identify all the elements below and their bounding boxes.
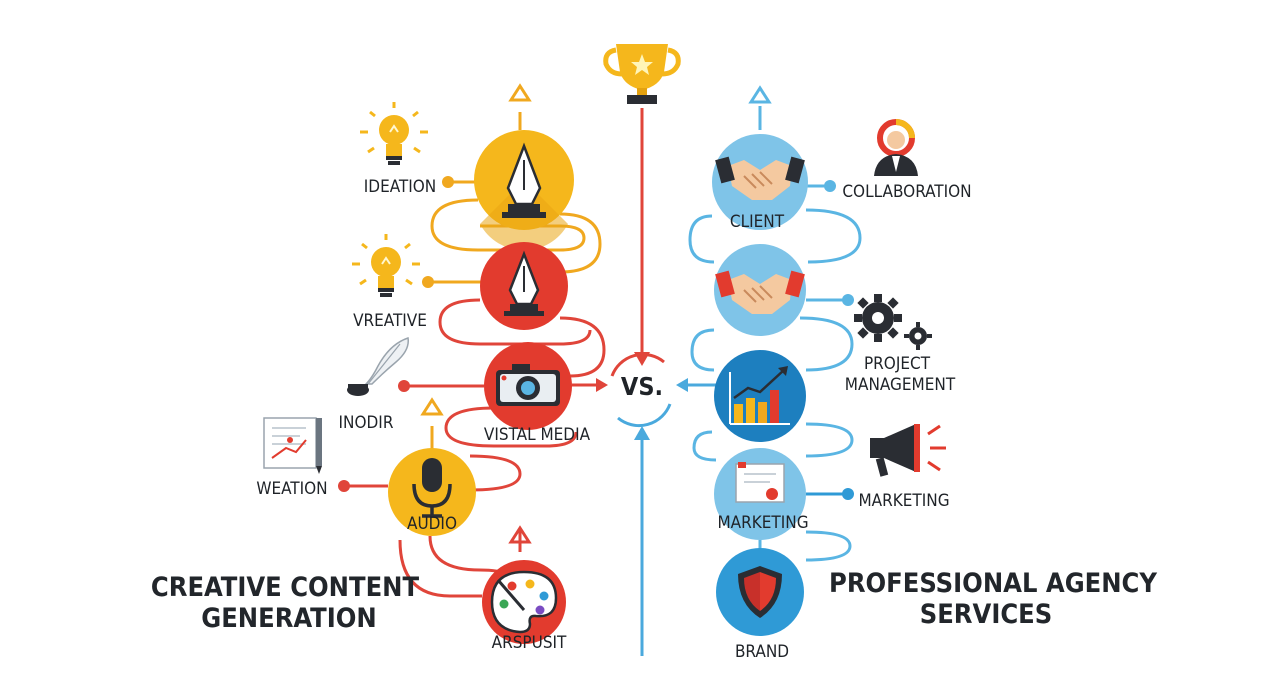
right-arrow-icon [596, 378, 608, 392]
vs-label: VS. [621, 372, 663, 401]
node-ideation-pen [474, 130, 574, 251]
certificate-icon [735, 462, 785, 503]
node-arspusit [482, 560, 566, 644]
handshake-icon [715, 270, 805, 314]
left-connectors [398, 83, 606, 598]
megaphone-icon [870, 424, 946, 477]
left-arrow-icon [676, 378, 688, 392]
left-side-links [338, 176, 484, 492]
label-collaboration: COLLABORATION [842, 182, 971, 202]
node-vreative-pen [480, 242, 568, 330]
vs-ring-top [610, 352, 665, 377]
document-icon [263, 417, 322, 474]
node-collaboration-hand [714, 244, 806, 336]
trophy-icon [603, 44, 681, 104]
label-client: CLIENT [730, 212, 785, 232]
gear-icon [854, 294, 932, 350]
shield-icon [738, 566, 782, 618]
up-arrow-icon [634, 426, 650, 440]
pen-nib-icon [504, 250, 544, 316]
left-title-line1: CREATIVE CONTENT [151, 572, 420, 603]
label-arspusit: ARSPUSIT [492, 633, 567, 653]
quill-icon [347, 337, 409, 396]
lightbulb-icon [352, 234, 420, 297]
label-brand: BRAND [735, 642, 789, 662]
right-connectors [688, 85, 862, 562]
label-weation: WEATION [256, 479, 327, 499]
label-audio: AUDIO [407, 514, 457, 534]
right-title-line1: PROFESSIONAL AGENCY [829, 568, 1157, 599]
node-vistal-media [484, 342, 572, 430]
bar-chart-icon [729, 366, 790, 425]
microphone-icon [412, 458, 452, 518]
label-project-line1: PROJECT [864, 354, 931, 374]
node-brand [716, 548, 804, 636]
label-ideation: IDEATION [364, 177, 436, 197]
pen-nib-icon [502, 142, 546, 218]
center-section: VS. [572, 44, 716, 656]
user-icon [874, 119, 918, 176]
node-project-chart [714, 350, 806, 442]
handshake-icon [715, 156, 805, 200]
node-marketing [714, 448, 806, 540]
node-client [712, 134, 808, 230]
right-section: COLLABORATION CLIENT PROJECT MANAGEMENT … [688, 85, 1157, 662]
vs-ring-bottom [617, 403, 672, 428]
label-project-line2: MANAGEMENT [845, 375, 956, 395]
camera-icon [496, 364, 560, 406]
lightbulb-icon [360, 102, 428, 165]
left-section: IDEATION VREATIVE INODIR VISTAL MEDIA WE… [151, 83, 606, 653]
right-title-line2: SERVICES [920, 599, 1053, 630]
node-audio [388, 448, 476, 536]
label-vistal-media: VISTAL MEDIA [484, 425, 591, 445]
label-marketing-side: MARKETING [858, 491, 949, 511]
right-side-links [806, 180, 854, 500]
left-title-line2: GENERATION [201, 603, 376, 634]
palette-icon [490, 570, 558, 634]
label-vreative: VREATIVE [353, 311, 427, 331]
label-inodir: INODIR [339, 413, 394, 433]
label-marketing-node: MARKETING [717, 513, 808, 533]
